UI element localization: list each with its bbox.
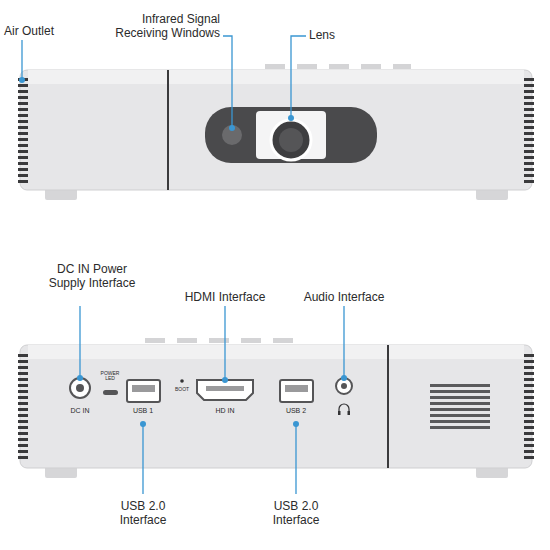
body [20,345,532,468]
headphone-icon [338,411,341,415]
part-label: USB 2.0 Interface [256,499,336,528]
hdmi-pins [206,386,244,391]
usb-port [127,380,160,402]
leader-dot [140,421,146,427]
top-button [241,338,261,343]
audio-jack-pin [341,383,347,389]
usb-tongue [132,385,155,392]
air-outlet-vent [18,76,28,184]
part-label: Air Outlet [4,24,94,38]
lens-inner [279,128,303,152]
leader-line [21,40,22,80]
dc-jack-pin [76,384,84,392]
leader-dots [19,77,347,427]
leader-line [79,306,80,378]
top-button [265,64,285,69]
leader-line [224,306,225,380]
lens [271,120,311,160]
top-button [177,338,197,343]
port-marking: HD IN [205,407,245,414]
leader-dot [19,77,25,83]
usb-port [280,380,313,402]
leader-line [223,36,232,128]
leader-line [142,424,143,494]
port-marking: POWER LED [97,371,123,382]
boot-button [180,379,184,383]
air-outlet-vent [524,76,534,184]
usb-tongue [285,385,308,392]
top-button [209,338,229,343]
top-button [145,338,165,343]
speaker-grille [430,384,490,432]
seam [387,345,389,468]
lens-housing [256,111,326,159]
leader-line [291,36,306,118]
leader-dot [222,377,228,383]
leader-lines [22,36,344,494]
ir-window [222,125,242,145]
leader-dot [288,115,294,121]
body [20,70,532,190]
port-marking: USB 2 [276,407,316,414]
front-view [18,64,534,200]
air-outlet-vent [524,351,534,461]
leader-line [295,424,296,494]
back-view [18,338,534,478]
part-label: DC IN Power Supply Interface [37,262,147,291]
headphone-icon [339,404,349,414]
leader-dot [77,375,83,381]
top-band [28,345,524,359]
part-label: USB 2.0 Interface [103,499,183,528]
port-marking: BOOT [170,387,194,392]
top-button [329,64,349,69]
port-marking: DC IN [60,407,100,414]
power-led [103,390,118,395]
leader-dot [341,375,347,381]
part-label: Lens [309,28,369,42]
top-button [393,64,411,69]
part-label: Infrared Signal Receiving Windows [95,12,220,41]
lens-window [205,107,377,163]
part-label: Audio Interface [294,290,394,304]
air-outlet-vent [18,351,28,461]
top-button [361,64,381,69]
top-button [273,338,293,343]
leader-dot [293,421,299,427]
leader-line [343,306,344,378]
leader-dot [229,125,235,131]
port-marking: USB 1 [123,407,163,414]
headphone-icon [348,411,351,415]
seam [167,70,169,190]
part-label: HDMI Interface [170,290,280,304]
top-band [28,70,524,84]
top-button [297,64,317,69]
